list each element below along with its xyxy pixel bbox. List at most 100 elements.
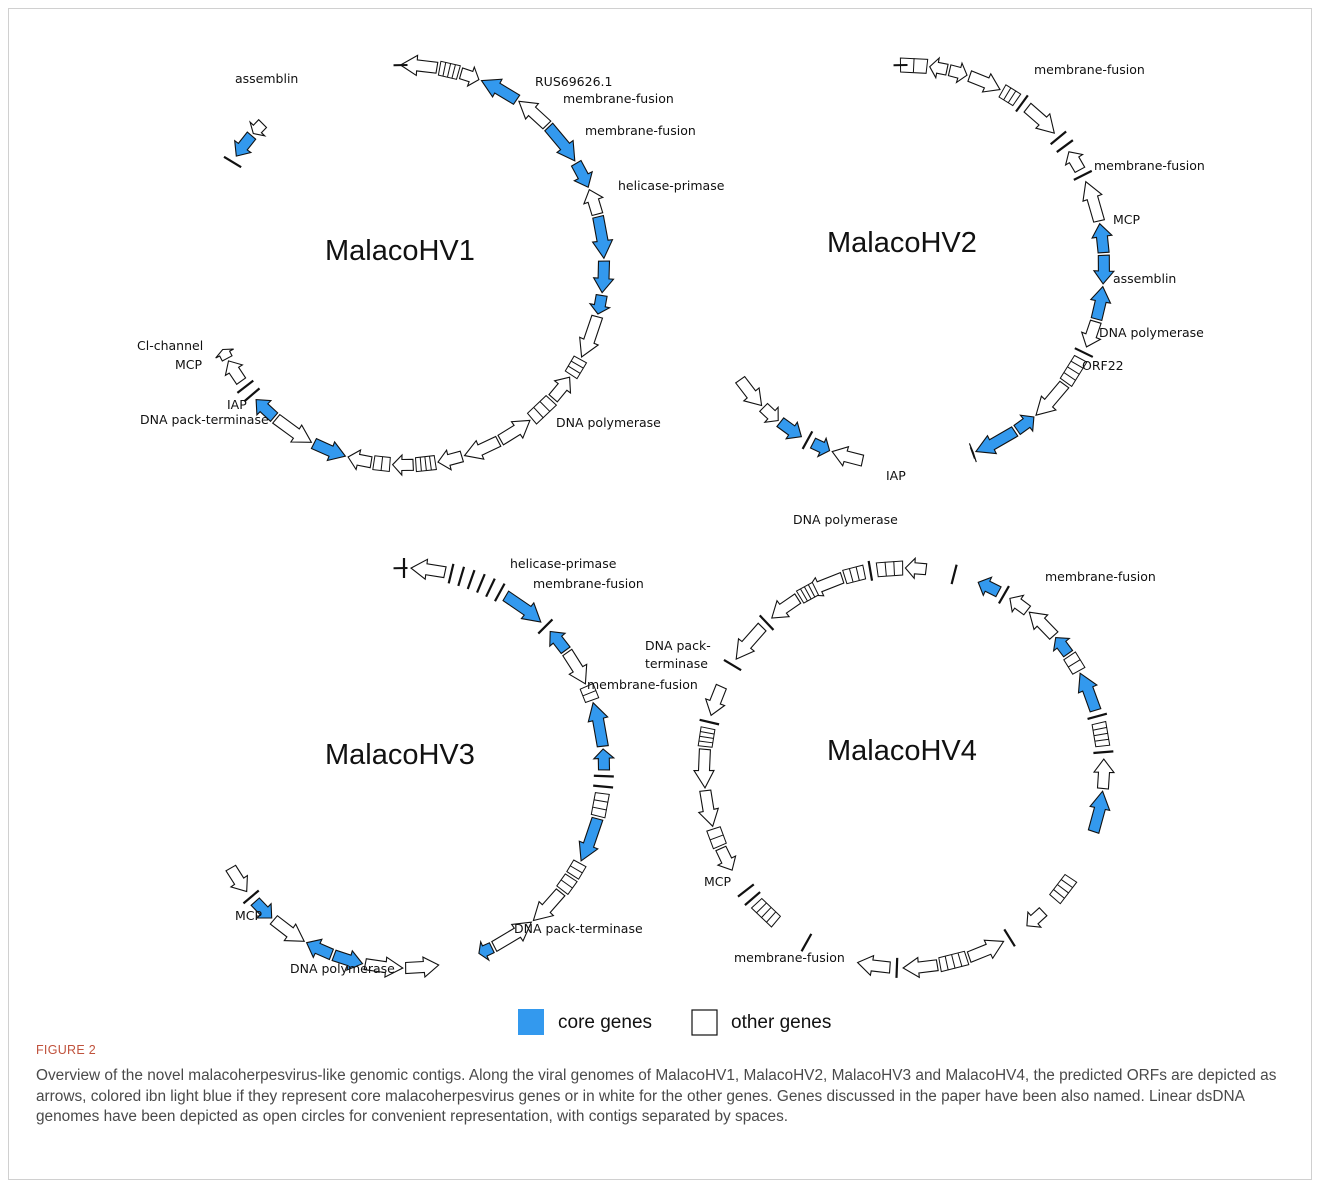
- core-gene-arrow: [809, 436, 831, 458]
- gene-boundary: [571, 360, 584, 369]
- gene-boundary: [951, 954, 956, 969]
- gene-boundary: [912, 58, 915, 73]
- gene-boundary: [560, 879, 573, 889]
- gene-boundary: [582, 690, 597, 697]
- core-gene-arrow: [578, 816, 604, 862]
- other-gene-arrow: [902, 956, 939, 979]
- other-gene-arrow: [215, 348, 234, 362]
- gene-label: membrane-fusion: [1045, 569, 1156, 584]
- gene-boundary: [419, 457, 422, 472]
- small-orf-mark: [236, 379, 254, 394]
- gene-boundary: [957, 953, 963, 967]
- gene-label: membrane-fusion: [734, 950, 845, 965]
- other-gene-block: [590, 792, 610, 819]
- gene-boundary: [592, 806, 607, 811]
- genome-malacohv4: MalacoHV4 DNA polymerase membrane-fusion…: [645, 512, 1156, 965]
- core-gene-arrow: [255, 399, 279, 423]
- other-gene-arrow: [704, 683, 728, 717]
- small-orf-mark: [737, 883, 755, 898]
- legend-other-swatch: [691, 1009, 718, 1036]
- small-orf-mark: [723, 658, 742, 672]
- other-gene-block: [875, 560, 904, 578]
- gene-label: helicase-primase: [510, 556, 617, 571]
- other-gene-arrow: [548, 376, 572, 403]
- gene-boundary: [539, 401, 551, 413]
- gene-boundary: [1063, 372, 1077, 381]
- core-gene-arrow: [310, 437, 347, 462]
- other-gene-arrow: [399, 54, 439, 77]
- core-gene-arrow: [250, 897, 273, 919]
- gene-label: ORF22: [1082, 358, 1124, 373]
- gene-label: assemblin: [235, 71, 298, 86]
- genome-title: MalacoHV3: [325, 739, 475, 771]
- other-gene-arrow: [968, 443, 977, 463]
- gene-label: membrane-fusion: [1094, 158, 1205, 173]
- gene-boundary: [1093, 726, 1108, 731]
- other-gene-arrow: [1064, 151, 1086, 174]
- small-orf-mark: [758, 614, 775, 631]
- other-gene-arrow: [856, 954, 891, 977]
- legend: core genes other genes: [518, 1009, 831, 1036]
- genome-title: MalacoHV1: [325, 235, 475, 267]
- small-orf-mark: [1049, 130, 1067, 146]
- gene-boundary: [755, 902, 767, 914]
- other-gene-arrow: [271, 413, 313, 443]
- small-orf-mark: [867, 560, 874, 581]
- gene-boundary: [570, 865, 583, 874]
- core-gene-arrow: [974, 426, 1019, 455]
- gene-boundary: [893, 561, 895, 576]
- small-orf-mark: [476, 573, 486, 594]
- gene-boundary: [700, 731, 715, 735]
- gene-boundary: [568, 365, 581, 374]
- legend-core-swatch: [518, 1009, 544, 1035]
- other-gene-arrow: [347, 448, 373, 471]
- legend-core-label: core genes: [558, 1012, 652, 1033]
- gene-label: DNA pack-terminase: [514, 921, 643, 936]
- core-gene-arrow: [591, 214, 614, 260]
- core-gene-arrow: [305, 938, 335, 961]
- genome-malacohv3: MalacoHV3 helicase-primase membrane-fusi…: [235, 556, 698, 976]
- other-gene-arrow: [249, 118, 268, 137]
- core-gene-arrow: [331, 949, 364, 972]
- gene-label: MCP: [175, 357, 203, 372]
- small-orf-mark: [223, 155, 242, 169]
- gene-boundary: [1094, 732, 1109, 737]
- core-gene-arrow: [1052, 637, 1074, 658]
- core-gene-arrow: [1077, 672, 1102, 713]
- other-gene-arrow: [734, 375, 763, 407]
- core-gene-arrow: [480, 78, 521, 106]
- gene-boundary: [1095, 738, 1110, 742]
- gene-arrows-layer: [215, 54, 1116, 979]
- small-orf-mark: [593, 774, 614, 778]
- core-gene-arrow: [592, 260, 615, 294]
- other-gene-arrow: [1028, 611, 1059, 640]
- figure-caption: Overview of the novel malacoherpesvirus-…: [36, 1067, 1277, 1125]
- other-gene-arrow: [518, 100, 552, 130]
- gene-label: DNA polymerase: [1099, 325, 1204, 340]
- gene-boundary: [380, 456, 384, 471]
- gene-label: assemblin: [1113, 271, 1176, 286]
- small-orf-mark: [485, 578, 496, 598]
- gene-label: membrane-fusion: [533, 576, 644, 591]
- other-gene-arrow: [966, 939, 1005, 964]
- small-orf-mark: [800, 933, 813, 952]
- gene-boundary: [442, 62, 447, 77]
- other-gene-arrow: [1082, 180, 1106, 223]
- gene-boundary: [447, 63, 452, 78]
- small-orf-mark: [1074, 347, 1094, 358]
- gene-boundary: [803, 586, 812, 600]
- genome-title: MalacoHV2: [827, 227, 977, 259]
- gene-boundary: [944, 956, 949, 971]
- genome-maps-figure: MalacoHV1 assemblin RUS69626.1 membrane-…: [137, 54, 1205, 1036]
- core-gene-arrow: [544, 122, 576, 162]
- other-gene-arrow: [929, 56, 949, 80]
- small-orf-mark: [447, 563, 455, 584]
- other-gene-arrow: [562, 648, 588, 685]
- gene-label: membrane-fusion: [1034, 62, 1145, 77]
- other-gene-arrow: [904, 556, 928, 580]
- other-gene-arrow: [771, 593, 802, 619]
- other-gene-arrow: [697, 789, 720, 828]
- small-orf-mark: [1015, 94, 1029, 113]
- gene-label: DNA polymerase: [290, 961, 395, 976]
- other-gene-arrow: [1035, 380, 1070, 416]
